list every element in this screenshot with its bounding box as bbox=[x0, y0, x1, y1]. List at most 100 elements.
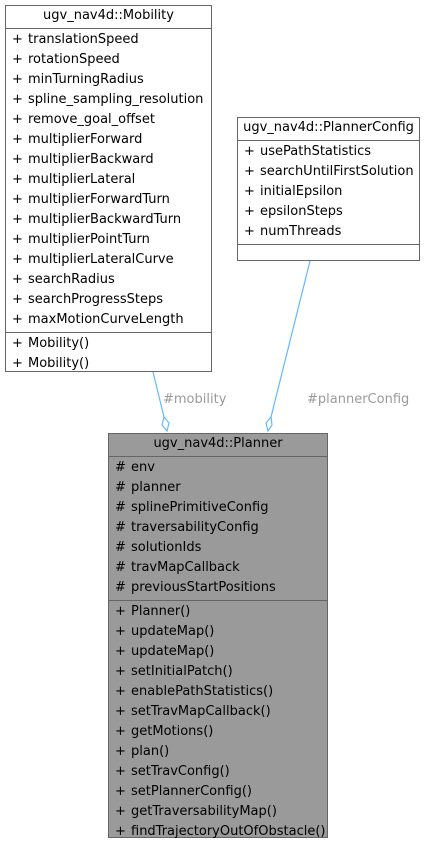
attribute-name: minTurningRadius bbox=[28, 72, 144, 87]
visibility-marker: + bbox=[115, 744, 126, 759]
visibility-marker: + bbox=[115, 684, 126, 699]
visibility-marker: + bbox=[115, 704, 126, 719]
visibility-marker: + bbox=[115, 804, 126, 819]
visibility-marker: + bbox=[12, 252, 23, 267]
visibility-marker: + bbox=[12, 292, 23, 307]
visibility-marker: + bbox=[115, 604, 126, 619]
visibility-marker: + bbox=[244, 144, 255, 159]
edge-plannerconfig-line bbox=[270, 260, 311, 418]
method-name: Planner() bbox=[131, 604, 191, 619]
visibility-marker: + bbox=[115, 644, 126, 659]
attribute-name: planner bbox=[131, 480, 181, 495]
class-plannerconfig[interactable]: ugv_nav4d::PlannerConfig + usePathStatist… bbox=[237, 117, 420, 261]
attribute-name: previousStartPositions bbox=[131, 580, 276, 595]
method-row: + getTraversabilityMap() bbox=[109, 802, 327, 822]
edge-mobility-diamond bbox=[161, 415, 170, 433]
attribute-row: + searchUntilFirstSolution bbox=[238, 162, 419, 182]
method-row: +setTravMapCallback() bbox=[109, 702, 327, 722]
attribute-row: #traversabilityConfig bbox=[109, 518, 327, 538]
visibility-marker: + bbox=[244, 184, 255, 199]
visibility-marker: + bbox=[115, 624, 126, 639]
attribute-name: multiplierBackward bbox=[28, 152, 154, 167]
method-name: Mobility() bbox=[28, 336, 90, 351]
visibility-marker: # bbox=[115, 480, 126, 495]
attribute-row: #env bbox=[109, 458, 327, 478]
attribute-name: multiplierForward bbox=[28, 132, 143, 147]
attribute-name: solutionIds bbox=[131, 540, 202, 555]
method-name: getMotions() bbox=[131, 724, 214, 739]
visibility-marker: + bbox=[12, 336, 23, 351]
visibility-marker: # bbox=[115, 460, 126, 475]
method-name: getTraversabilityMap() bbox=[131, 804, 277, 819]
visibility-marker: + bbox=[244, 224, 255, 239]
method-row: + Planner() bbox=[109, 602, 327, 622]
visibility-marker: + bbox=[12, 112, 23, 127]
attribute-name: multiplierPointTurn bbox=[28, 232, 150, 247]
attribute-row: + usePathStatistics bbox=[238, 142, 419, 162]
attribute-row: + numThreads bbox=[238, 222, 419, 242]
method-row: +Mobility() bbox=[6, 354, 211, 374]
visibility-marker: + bbox=[12, 92, 23, 107]
class-planner-attributes: #env#planner#splinePrimitiveConfig#trave… bbox=[109, 457, 327, 601]
attribute-row: + multiplierForward bbox=[6, 130, 211, 150]
class-plannerconfig-methods bbox=[238, 245, 419, 248]
attribute-row: +multiplierLateral bbox=[6, 170, 211, 190]
visibility-marker: + bbox=[12, 212, 23, 227]
method-row: +enablePathStatistics() bbox=[109, 682, 327, 702]
attribute-name: multiplierLateral bbox=[28, 172, 136, 187]
method-row: +setTravConfig() bbox=[109, 762, 327, 782]
attribute-name: searchRadius bbox=[28, 272, 115, 287]
edge-label-plannerconfig: #plannerConfig bbox=[307, 392, 410, 407]
method-row: +setInitialPatch() bbox=[109, 662, 327, 682]
class-plannerconfig-attributes: + usePathStatistics + searchUntilFirstSolut… bbox=[238, 141, 419, 245]
method-row: + Mobility() bbox=[6, 334, 211, 354]
attribute-row: +minTurningRadius bbox=[6, 70, 211, 90]
visibility-marker: + bbox=[12, 272, 23, 287]
attribute-row: #splinePrimitiveConfig bbox=[109, 498, 327, 518]
edge-plannerconfig bbox=[265, 260, 311, 433]
attribute-name: epsilonSteps bbox=[260, 204, 343, 219]
method-name: findTrajectoryOutOfObstacle() bbox=[131, 824, 326, 839]
visibility-marker: + bbox=[12, 192, 23, 207]
attribute-name: numThreads bbox=[260, 224, 342, 239]
attribute-row: #travMapCallback bbox=[109, 558, 327, 578]
attribute-row: + multiplierLateralCurve bbox=[6, 250, 211, 270]
attribute-row: +initialEpsilon bbox=[238, 182, 419, 202]
edge-plannerconfig-diamond bbox=[265, 415, 273, 433]
class-planner-methods: +Planner()+updateMap()+updateMap()+setIn… bbox=[109, 601, 327, 844]
class-planner[interactable]: ugv_nav4d::Planner #env#planner#splinePr… bbox=[108, 433, 328, 839]
visibility-marker: + bbox=[115, 824, 126, 839]
class-plannerconfig-title: ugv_nav4d::PlannerConfig bbox=[238, 118, 419, 141]
class-planner-title: ugv_nav4d::Planner bbox=[109, 434, 327, 457]
visibility-marker: + bbox=[12, 132, 23, 147]
attribute-name: searchUntilFirstSolution bbox=[260, 164, 414, 179]
attribute-name: maxMotionCurveLength bbox=[28, 312, 184, 327]
method-row: +updateMap() bbox=[109, 622, 327, 642]
visibility-marker: + bbox=[12, 312, 23, 327]
attribute-row: +multiplierForwardTurn bbox=[6, 190, 211, 210]
visibility-marker: + bbox=[244, 164, 255, 179]
attribute-name: multiplierBackwardTurn bbox=[28, 212, 182, 227]
visibility-marker: + bbox=[115, 724, 126, 739]
attribute-row: +multiplierPointTurn bbox=[6, 230, 211, 250]
method-name: setPlannerConfig() bbox=[131, 784, 252, 799]
class-mobility-attributes: +translationSpeed+rotationSpeed+minTurni… bbox=[6, 29, 211, 333]
attribute-row: +rotationSpeed bbox=[6, 50, 211, 70]
attribute-row: +remove_goal_offset bbox=[6, 110, 211, 130]
class-mobility-title: ugv_nav4d::Mobility bbox=[6, 6, 211, 29]
visibility-marker: + bbox=[12, 152, 23, 167]
edge-mobility-line bbox=[152, 371, 165, 418]
attribute-name: multiplierLateralCurve bbox=[28, 252, 174, 267]
attribute-row: +translationSpeed bbox=[6, 30, 211, 50]
attribute-name: usePathStatistics bbox=[260, 144, 371, 159]
method-row: + findTrajectoryOutOfObstacle() bbox=[109, 822, 327, 842]
edge-label-mobility: #mobility bbox=[163, 392, 227, 407]
class-mobility[interactable]: ugv_nav4d::Mobility +translationSpeed+ro… bbox=[5, 5, 212, 372]
class-mobility-methods: +Mobility()+Mobility() bbox=[6, 333, 211, 376]
visibility-marker: # bbox=[115, 500, 126, 515]
visibility-marker: + bbox=[244, 204, 255, 219]
attribute-row: + multiplierBackwardTurn bbox=[6, 210, 211, 230]
method-name: plan() bbox=[131, 744, 170, 759]
attribute-name: spline_sampling_resolution bbox=[28, 92, 204, 107]
